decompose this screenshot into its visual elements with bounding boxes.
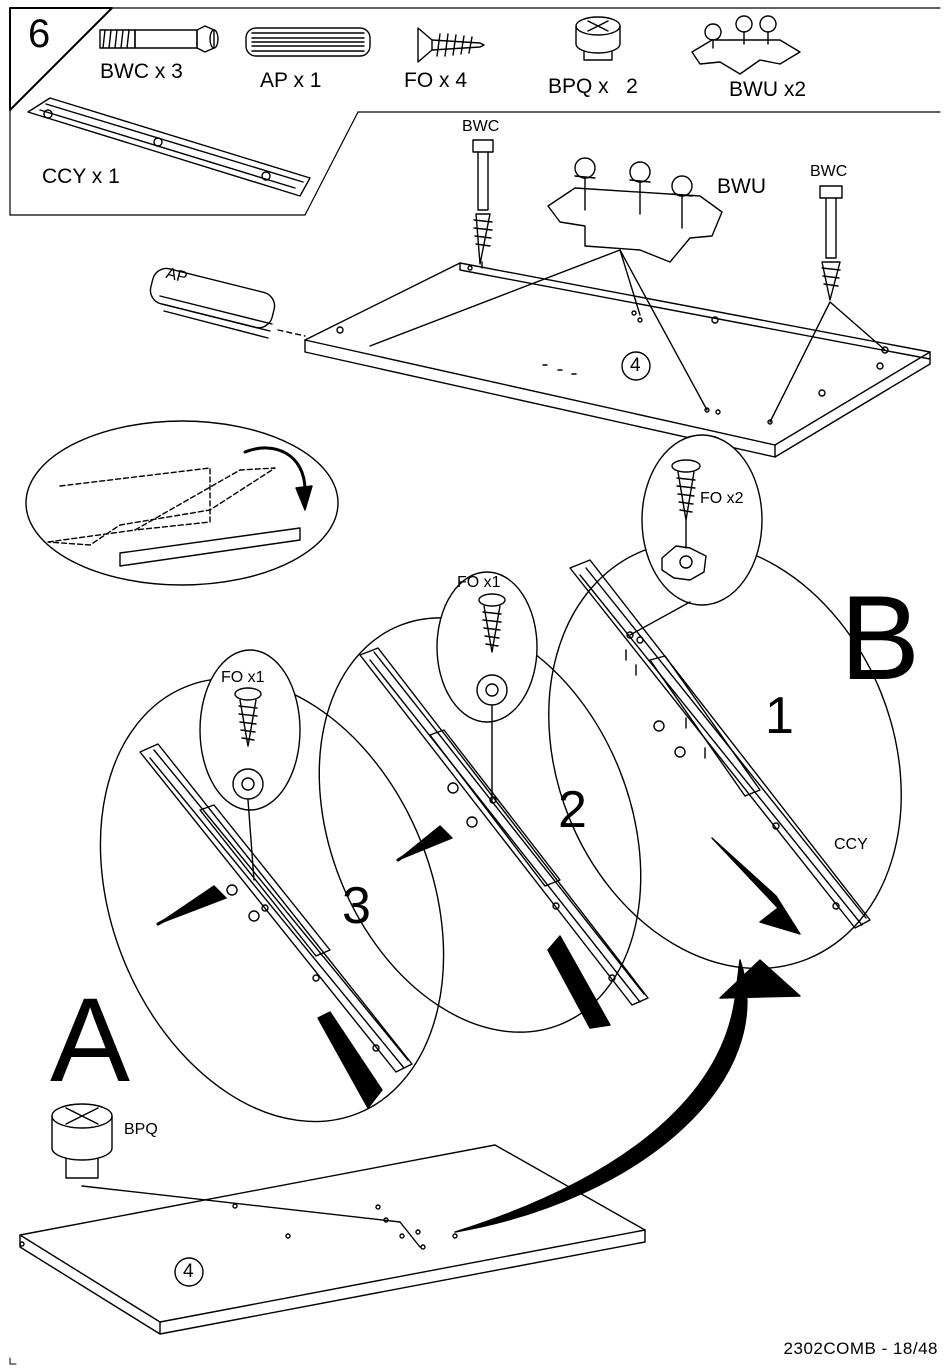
- bpq-cam-icon: [576, 17, 620, 60]
- rail-3-number: 3: [342, 880, 371, 932]
- step-number: 6: [28, 14, 50, 54]
- bottom-panel-number: 4: [183, 1262, 194, 1281]
- rail-2-number: 2: [558, 784, 587, 836]
- part-label-ap: AP x 1: [260, 70, 321, 91]
- step-a-letter: A: [50, 980, 130, 1100]
- footer-page-reference: 2302COMB - 18/48: [784, 1339, 938, 1359]
- top-panel-number: 4: [630, 356, 641, 375]
- callout-fo-x1-rail3: FO x1: [221, 670, 265, 686]
- callout-bwu: BWU: [717, 176, 766, 197]
- step-b-letter: B: [840, 578, 920, 698]
- rail-1-detail: [487, 435, 950, 1022]
- callout-ccy: CCY: [834, 837, 868, 853]
- bwc-bolt-icon: [100, 26, 218, 52]
- top-panel-assembly: [147, 140, 930, 457]
- parts-box: [10, 8, 940, 215]
- ap-dowel-icon: [246, 28, 370, 56]
- part-label-bpq: BPQ x 2: [548, 76, 638, 97]
- drawer-orientation-detail: [26, 421, 338, 585]
- rail-1-number: 1: [765, 690, 794, 742]
- part-label-fo: FO x 4: [404, 70, 467, 91]
- fo-screw-icon: [418, 28, 484, 62]
- part-label-bwu: BWU x2: [729, 79, 806, 100]
- callout-fo-x1-rail2: FO x1: [457, 575, 501, 591]
- transfer-arrow: [455, 960, 800, 1232]
- rail-2-detail: [260, 569, 699, 1080]
- bottom-panel-assembly: [20, 1104, 645, 1334]
- part-label-ccy: CCY x 1: [42, 166, 120, 187]
- bwu-fitting-icon: [692, 16, 800, 74]
- callout-bpq: BPQ: [124, 1122, 158, 1138]
- part-label-bwc: BWC x 3: [100, 61, 183, 82]
- callout-bwc-left: BWC: [462, 119, 499, 135]
- callout-fo-x2: FO x2: [700, 491, 744, 507]
- callout-bwc-right: BWC: [810, 164, 847, 180]
